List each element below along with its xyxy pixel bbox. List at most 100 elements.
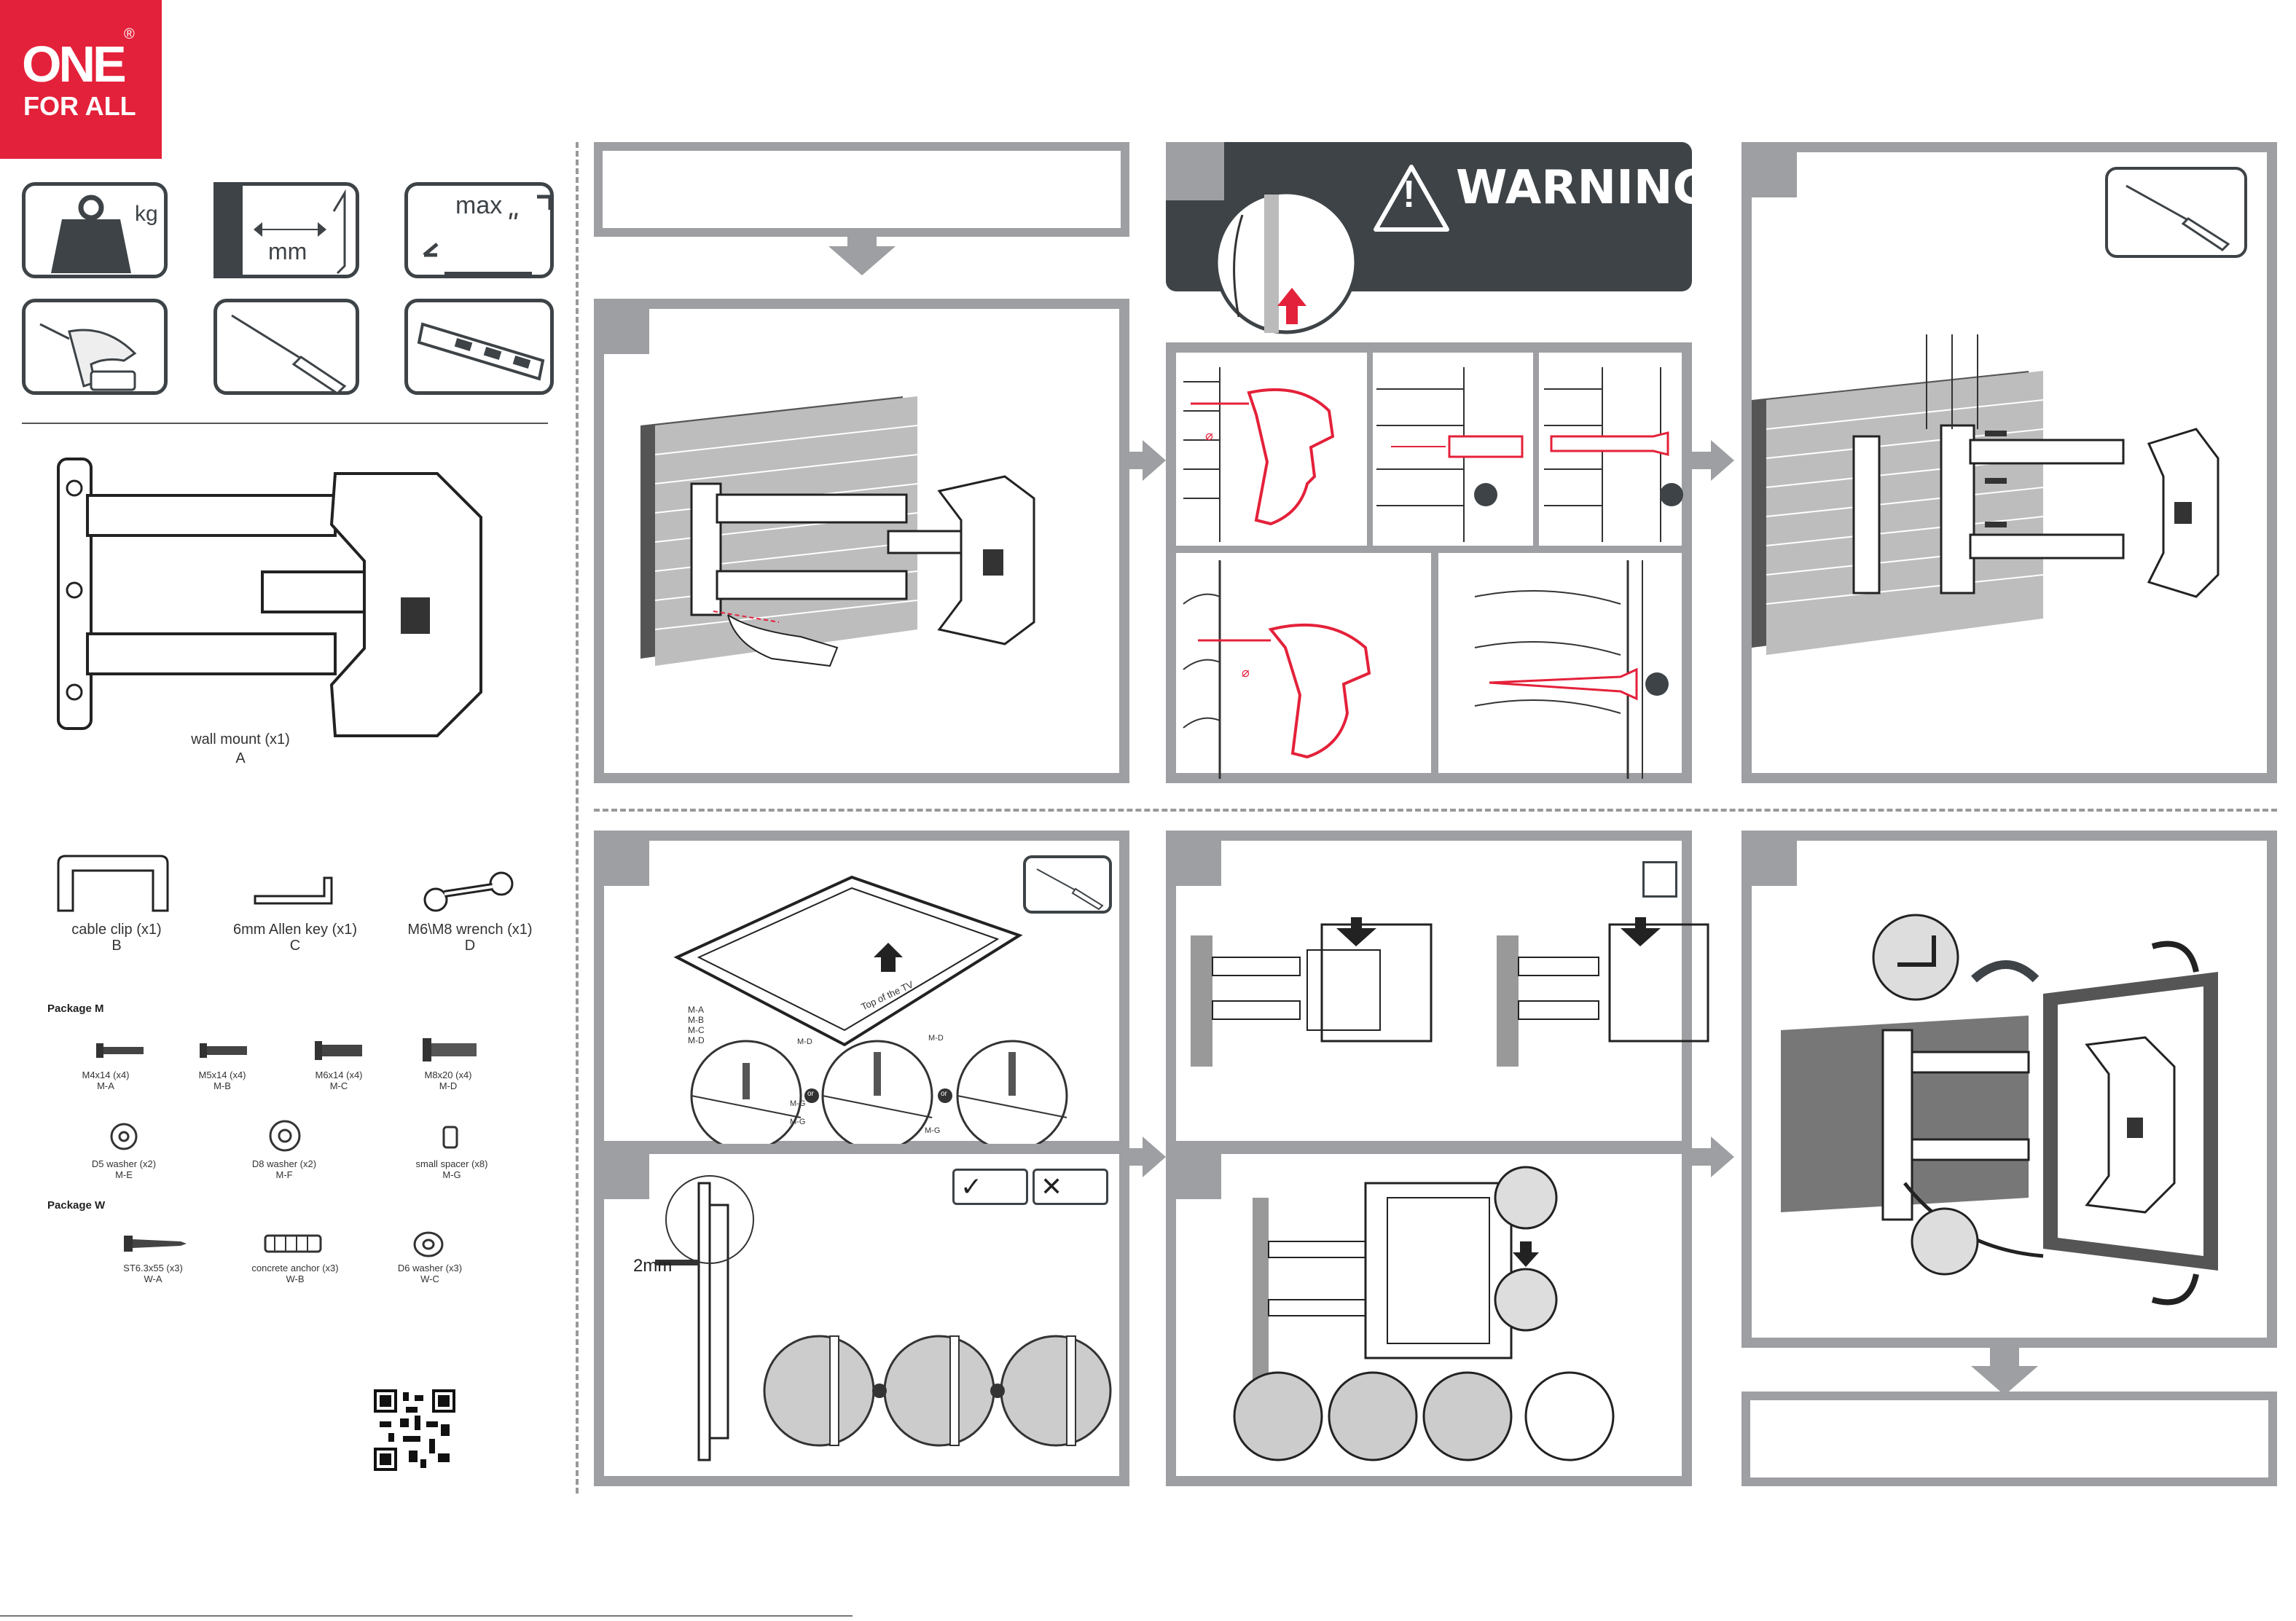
anchor-w-b	[264, 1234, 322, 1253]
step6-illustration	[1191, 917, 1709, 1067]
screw-m-a-size: M4x14 (x4)	[82, 1069, 130, 1080]
washer-m-e-code: M-E	[115, 1169, 133, 1180]
detail-circles	[690, 1040, 1068, 1152]
wrench-drawing	[423, 871, 514, 912]
step8-tab	[1752, 841, 1797, 886]
screwdriver-badge-2	[1023, 855, 1112, 914]
tv-side-drawing	[655, 1175, 1112, 1461]
step8-panel	[1741, 831, 2277, 1348]
screw-stack-3: M-C	[688, 1025, 705, 1035]
package-m-title: Package M	[47, 1002, 104, 1015]
step7-illustration	[1233, 1166, 1615, 1461]
washer-m-f-code: M-F	[275, 1169, 293, 1180]
screw-stack-1: M-A	[688, 1005, 704, 1015]
mg-label-3: M-G	[925, 1126, 941, 1135]
screwdriver-badge	[2105, 167, 2247, 258]
arrow-right-stem-4	[1692, 1148, 1712, 1166]
drill-concrete-step: ⌀	[1183, 367, 1335, 542]
vesa-size-icon: mm	[213, 182, 359, 278]
screw-m-b-size: M5x14 (x4)	[198, 1069, 246, 1080]
cable-clip-label: cable clip (x1)	[71, 922, 162, 938]
weight-icon: kg	[22, 182, 168, 278]
screw-stack-4: M-D	[688, 1035, 705, 1045]
wall-mount-label: wall mount (x1)	[191, 731, 290, 747]
screw-stack-list: M-A M-B M-C M-D	[688, 1005, 705, 1045]
arrow-right-icon	[1143, 440, 1166, 481]
qr-code	[374, 1389, 455, 1471]
arrow-right-stem-3	[1124, 1148, 1145, 1166]
screw-insert-step	[1544, 367, 1683, 542]
incorrect-washer-icon: ✕	[1033, 1169, 1108, 1205]
spirit-level-icon	[404, 299, 554, 395]
drill-grid-v3	[1431, 549, 1438, 782]
screw-m-b	[200, 1043, 247, 1058]
mg-label-1: M-G	[790, 1099, 806, 1108]
step1-illustration	[640, 396, 1035, 667]
drill-wood-step: ⌀	[1183, 560, 1371, 779]
warning-triangle-icon	[1374, 165, 1449, 232]
drill-grid-v1	[1367, 353, 1373, 549]
step5-panel: ✓ ✕ 2mm	[594, 1144, 1129, 1486]
diameter-symbol-2: ⌀	[1242, 665, 1250, 680]
arrow-right-icon-4	[1711, 1137, 1734, 1177]
warning-tab	[1166, 142, 1224, 200]
cable-detection-circle	[1214, 190, 1358, 334]
warning-exclamation: !	[1403, 173, 1416, 216]
tv-back-drawing	[673, 875, 1023, 1047]
allen-key-code: C	[289, 938, 301, 954]
step6-tab	[1176, 841, 1221, 886]
screw-w-a	[124, 1236, 187, 1252]
md-label-2: M-D	[928, 1034, 944, 1043]
spacer-m-g-code: M-G	[442, 1169, 461, 1180]
wrench-label: M6\M8 wrench (x1)	[407, 922, 533, 938]
horizontal-dashed-divider	[594, 809, 2277, 812]
brand-logo: ONE FOR ALL ®	[0, 0, 162, 159]
mg-label-2: M-G	[790, 1118, 806, 1126]
two-person-icon	[1642, 861, 1677, 898]
package-w-title: Package W	[47, 1199, 106, 1212]
screw-w-a-code: W-A	[144, 1273, 162, 1284]
screw-m-c-code: M-C	[329, 1080, 348, 1091]
arrow-down-stem	[847, 237, 877, 248]
step3-panel	[1741, 142, 2277, 783]
screw-wood-step	[1474, 560, 1669, 779]
screw-w-a-size: ST6.3x55 (x3)	[123, 1263, 183, 1273]
screwdriver-icon	[213, 299, 359, 395]
washer-w-c	[413, 1231, 444, 1257]
step1-tab	[604, 309, 649, 354]
washer-m-e	[110, 1123, 138, 1150]
drilling-panel: ⌀ ⌀	[1166, 342, 1692, 783]
step1-header-box	[594, 142, 1129, 237]
washer-w-c-code: W-C	[420, 1273, 439, 1284]
arrow-right-icon-3	[1143, 1137, 1166, 1177]
allen-key-label: 6mm Allen key (x1)	[232, 922, 358, 938]
registered-mark: ®	[124, 26, 135, 42]
step4-tab	[604, 841, 649, 886]
vertical-dashed-divider	[576, 142, 579, 1494]
step1-panel	[594, 299, 1129, 783]
arrow-down-stem-2	[1990, 1348, 2019, 1367]
screw-m-d-code: M-D	[439, 1080, 458, 1091]
spacer-m-g	[442, 1126, 458, 1149]
screw-m-c-size: M6x14 (x4)	[315, 1069, 363, 1080]
screwdriver-icon-3	[1036, 868, 1104, 911]
anchor-insert-step	[1376, 367, 1524, 542]
wrench-code: D	[464, 938, 476, 954]
arrow-right-icon-2	[1711, 440, 1734, 481]
arrow-right-stem-2	[1692, 452, 1712, 469]
spacer-m-g-size: small spacer (x8)	[415, 1158, 488, 1169]
warning-text: WARNING	[1456, 161, 1711, 215]
brand-line2: FOR ALL	[23, 91, 136, 121]
step7-panel	[1166, 1144, 1692, 1486]
arrow-right-stem	[1124, 452, 1145, 469]
gap-label: 2mm	[633, 1256, 673, 1276]
drill-icon	[22, 299, 168, 395]
screw-m-a-code: M-A	[97, 1080, 114, 1091]
screw-m-b-code: M-B	[213, 1080, 231, 1091]
cable-clip-drawing	[57, 855, 169, 912]
screwdriver-icon-2	[2125, 184, 2230, 251]
arrow-down-icon-2	[1971, 1366, 2038, 1395]
anchor-w-b-size: concrete anchor (x3)	[251, 1263, 339, 1273]
or-label-1: or	[807, 1090, 814, 1098]
diameter-symbol: ⌀	[1205, 428, 1213, 443]
